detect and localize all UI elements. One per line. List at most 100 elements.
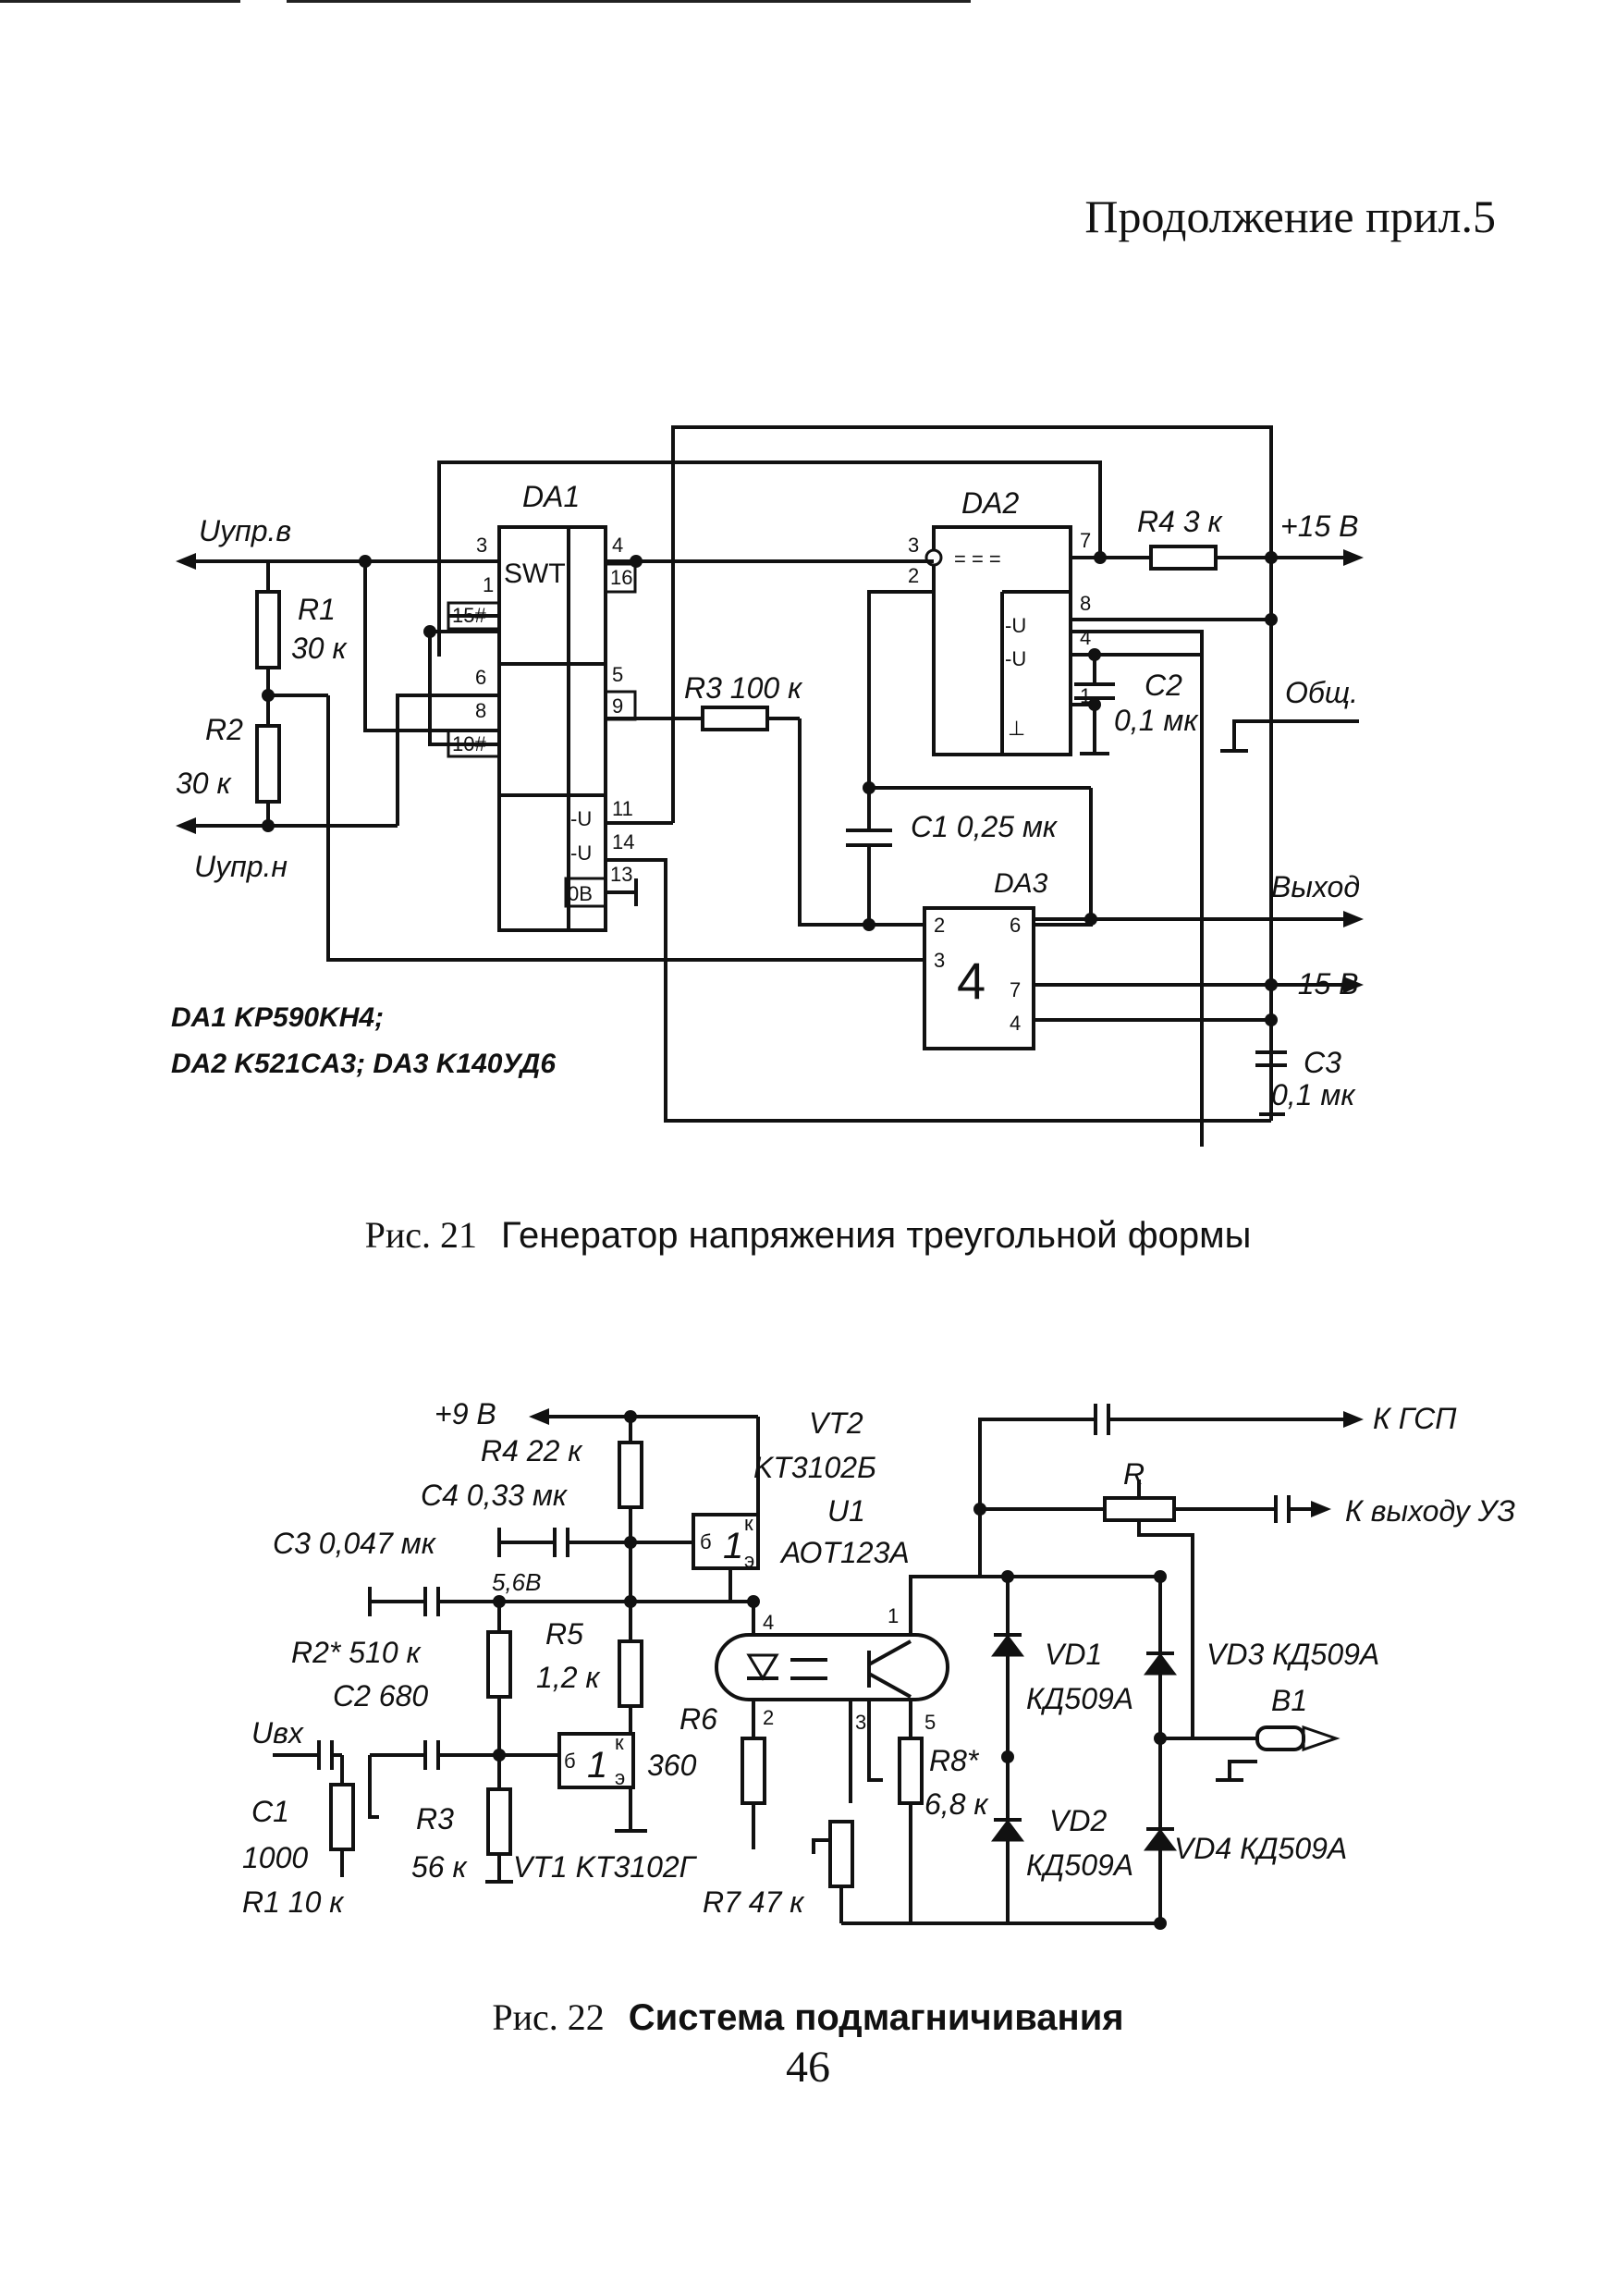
c2-label: C2 (1145, 669, 1182, 702)
vd4-label: VD4 КД509А (1174, 1832, 1347, 1865)
r4-label: R4 3 к (1137, 505, 1223, 538)
r1-label: R1 (298, 593, 336, 626)
r8-value: 6,8 к (924, 1787, 989, 1821)
b1-label: B1 (1271, 1684, 1307, 1717)
svg-text:э: э (744, 1549, 754, 1572)
svg-text:3: 3 (934, 949, 945, 972)
vt2-type: KT3102Б (753, 1451, 876, 1484)
c1-label: C1 (251, 1795, 289, 1828)
svg-text:э: э (615, 1766, 625, 1789)
vd3-label: VD3 КД509А (1206, 1638, 1379, 1671)
c1-value: 1000 (242, 1841, 308, 1874)
r7-label: R7 47 к (703, 1885, 805, 1919)
svg-text:4: 4 (1010, 1012, 1021, 1035)
svg-text:= = =: = = = (954, 547, 1001, 571)
vd1-type: КД509А (1026, 1682, 1133, 1715)
figure-21-title: Генератор напряжения треугольной формы (501, 1215, 1252, 1256)
da1-label: DA1 (522, 480, 580, 513)
r1-label: R1 10 к (242, 1885, 345, 1919)
svg-text:0B: 0B (568, 882, 593, 905)
legend-da1: DA1 KP590KH4; (171, 1002, 384, 1033)
minus-15v-label: −15 В (1280, 967, 1359, 1001)
fig21-pin-numbers: 3 1 15# 6 8 10# 4 16 5 9 11 14 13 -U -U … (452, 529, 1091, 1035)
legend-da2-da3: DA2 K521CA3; DA3 K140УД6 (171, 1049, 556, 1079)
r3-value: 56 к (411, 1850, 468, 1884)
page-header: Продолжение прил.5 (1084, 190, 1496, 242)
r3-label: R3 100 к (684, 671, 803, 705)
r2-value: 30 к (176, 767, 232, 800)
c2-label: C2 680 (333, 1679, 428, 1713)
svg-text:11: 11 (612, 797, 633, 820)
u1-type: АОТ123А (779, 1536, 910, 1569)
r4-label: R4 22 к (481, 1434, 583, 1467)
u1-label: U1 (827, 1494, 865, 1528)
svg-text:6: 6 (475, 666, 486, 689)
svg-text:8: 8 (1080, 592, 1091, 615)
svg-text:3: 3 (476, 534, 487, 557)
fig22-wires (273, 1404, 1364, 1925)
r5-label: R5 (545, 1617, 583, 1651)
svg-text:3: 3 (908, 534, 919, 557)
r2-label: R2 (205, 713, 243, 746)
svg-text:-U: -U (570, 841, 592, 865)
svg-text:3: 3 (855, 1711, 866, 1734)
svg-text:-U: -U (1005, 614, 1026, 637)
u-in-label: Uвх (251, 1716, 304, 1750)
figure-22-number: Рис. 22 (492, 1996, 605, 2038)
r6-label: R6 (679, 1702, 717, 1736)
scan-edge-mark (287, 0, 971, 3)
svg-text:4: 4 (763, 1611, 774, 1634)
svg-text:14: 14 (612, 830, 634, 853)
vd2-type: КД509А (1026, 1848, 1133, 1882)
fig22-junctions (493, 1410, 1167, 1930)
figure-22-caption: Рис. 22 Система подмагничивания (0, 1995, 1616, 2039)
common-label: Общ. (1285, 676, 1358, 709)
svg-text:1: 1 (1080, 684, 1091, 707)
to-uz-output-label: К выходу УЗ (1345, 1494, 1515, 1528)
da1-chip: SWT DA1 (497, 480, 607, 932)
svg-text:9: 9 (612, 694, 623, 718)
da2-chip: DA2 (924, 486, 1072, 756)
svg-text:1: 1 (888, 1604, 899, 1627)
svg-text:1: 1 (587, 1745, 607, 1786)
fig21-wires (176, 425, 1364, 1147)
svg-text:15#: 15# (452, 604, 486, 627)
da1-swt-label: SWT (504, 559, 566, 589)
svg-text:7: 7 (1080, 529, 1091, 552)
svg-text:1: 1 (483, 573, 494, 596)
svg-text:4: 4 (612, 534, 623, 557)
r-trimmer-label: R (1123, 1457, 1145, 1491)
to-gsp-label: К ГСП (1373, 1402, 1457, 1435)
vd1-label: VD1 (1045, 1638, 1102, 1671)
svg-text:2: 2 (763, 1706, 774, 1729)
vt2-label: VT2 (809, 1406, 863, 1440)
c3-label: C3 0,047 мк (273, 1527, 437, 1560)
figure-21-number: Рис. 21 (364, 1214, 477, 1256)
svg-text:к: к (744, 1512, 753, 1535)
da3-label: DA3 (994, 868, 1048, 899)
fig21-junctions (262, 551, 1278, 1026)
r8-label: R8* (929, 1744, 980, 1777)
scan-edge-mark (0, 0, 240, 3)
u-upr-n-label: Uупр.н (194, 850, 288, 883)
figure-21-caption: Рис. 21 Генератор напряжения треугольной … (0, 1213, 1616, 1257)
svg-text:6: 6 (1010, 914, 1021, 937)
r5-value: 1,2 к (536, 1661, 601, 1694)
svg-text:8: 8 (475, 699, 486, 722)
svg-text:10#: 10# (452, 732, 486, 755)
svg-text:5: 5 (924, 1711, 936, 1734)
c1-label: C1 0,25 мк (911, 810, 1059, 843)
svg-text:-U: -U (1005, 647, 1026, 670)
figure-22-schematic: б 1 к э б 1 к э 4 1 2 3 5 +9 В R4 22 к C… (242, 1397, 1515, 1930)
svg-text:1: 1 (723, 1526, 743, 1566)
plus-9v-label: +9 В (435, 1397, 496, 1430)
r6-value: 360 (647, 1749, 697, 1782)
svg-text:7: 7 (1010, 978, 1021, 1001)
svg-text:4: 4 (1080, 626, 1091, 649)
svg-text:5: 5 (612, 663, 623, 686)
vd2-label: VD2 (1049, 1804, 1107, 1837)
figure-22-title: Система подмагничивания (628, 1997, 1124, 2038)
figure-21-schematic: SWT DA1 DA2 DA3 4 (171, 425, 1364, 1147)
svg-text:б: б (564, 1750, 576, 1773)
svg-text:2: 2 (908, 564, 919, 587)
